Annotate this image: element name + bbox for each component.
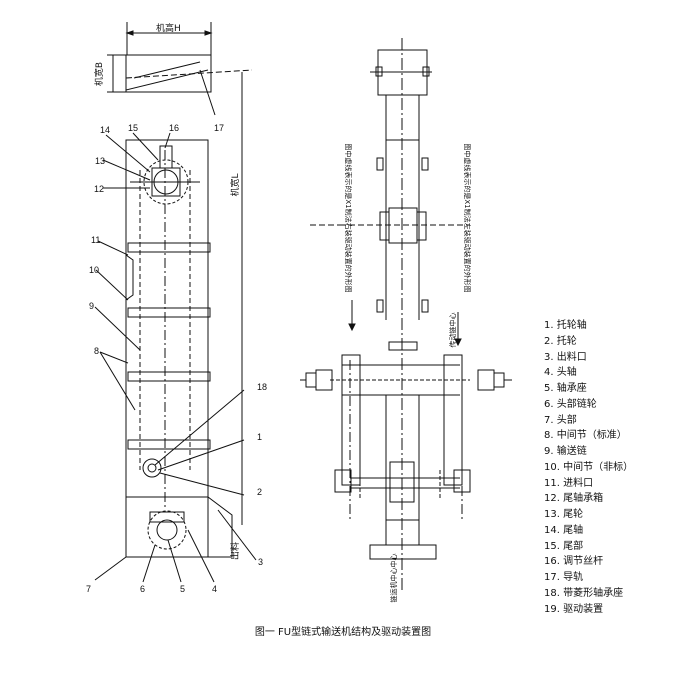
callout-15: 15 [128, 123, 138, 133]
head-sprocket [147, 510, 187, 550]
callout-14: 14 [100, 125, 110, 135]
head-section [125, 496, 233, 558]
callout-17: 17 [214, 123, 224, 133]
middle-section-band [127, 371, 211, 382]
left-motor [315, 369, 333, 391]
legend-item: 2. 托轮 [544, 335, 577, 347]
callout-5: 5 [180, 584, 185, 594]
right-frame-post [443, 354, 463, 486]
legend-item: 3. 出料口 [544, 351, 587, 363]
left-mount-note: 图中虚线表示的是X1制法左装驱动装置的外形图 [463, 143, 472, 292]
adjusting-screw [159, 145, 173, 169]
callout-18: 18 [257, 382, 267, 392]
head-box [125, 54, 212, 93]
legend-item: 4. 头轴 [544, 367, 577, 379]
callout-7: 7 [86, 584, 91, 594]
front-elevation [300, 38, 512, 590]
legend-item: 1. 托轮轴 [544, 320, 587, 331]
parts-legend: 1. 托轮轴 2. 托轮 3. 出料口 4. 头轴 5. 轴承座 6. 头部链轮… [544, 318, 633, 617]
callout-12: 12 [94, 184, 104, 194]
legend-item: 14. 尾轴 [544, 524, 584, 536]
callout-8: 8 [94, 346, 99, 356]
legend-item: 19. 驱动装置 [544, 603, 604, 615]
callout-2: 2 [257, 487, 262, 497]
callout-16: 16 [169, 123, 179, 133]
legend-item: 9. 输送链 [544, 446, 587, 457]
middle-section-band [127, 439, 211, 450]
legend-item: 17. 导轨 [544, 572, 584, 583]
support-roller [142, 458, 162, 478]
callout-13: 13 [95, 156, 105, 166]
bearing-seat [149, 511, 185, 523]
side-elevation [94, 22, 257, 583]
callout-6: 6 [140, 584, 145, 594]
middle-section-band [127, 242, 211, 253]
right-mount-note: 图中虚线表示的是X1制法右装驱动装置的外形图 [344, 143, 353, 292]
callout-4: 4 [212, 584, 217, 594]
legend-item: 7. 头部 [544, 414, 577, 426]
head-shaft [156, 519, 178, 541]
drive-chain-center-label: 传动链中心 [448, 313, 457, 348]
outlet-label: 出料 [229, 542, 241, 560]
legend-item: 15. 尾部 [544, 540, 584, 552]
height-label: 机高H [156, 22, 181, 34]
legend-item: 12. 尾轴承箱 [544, 493, 604, 505]
legend-item: 13. 尾轮 [544, 509, 584, 520]
figure-caption: 图一 FU型链式输送机结构及驱动装置图 [254, 627, 432, 638]
legend-item: 11. 进料口 [544, 477, 594, 489]
left-frame-post [341, 354, 361, 486]
callout-1: 1 [257, 432, 262, 442]
legend-item: 10. 中间节（非标） [544, 461, 634, 473]
legend-item: 18. 带菱形轴承座 [544, 587, 624, 599]
base-plate [369, 544, 437, 560]
legend-item: 6. 头部链轮 [544, 398, 597, 410]
callout-3: 3 [258, 557, 263, 567]
drive-unit [389, 461, 415, 503]
feed-inlet [125, 254, 134, 301]
legend-item: 5. 轴承座 [544, 383, 587, 394]
conveyor-center-label: 链运机中心中心 [389, 554, 398, 603]
legend-item: 16. 调节丝杆 [544, 556, 604, 568]
length-label: 机宽L [229, 173, 241, 196]
middle-section-band [127, 307, 211, 318]
right-motor [477, 369, 495, 391]
callout-9: 9 [89, 301, 94, 311]
callout-10: 10 [89, 265, 99, 275]
drive-clamp [388, 341, 418, 351]
callout-11: 11 [91, 235, 100, 245]
legend-item: 8. 中间节（标准） [544, 430, 627, 442]
width-label: 机宽B [93, 62, 105, 86]
